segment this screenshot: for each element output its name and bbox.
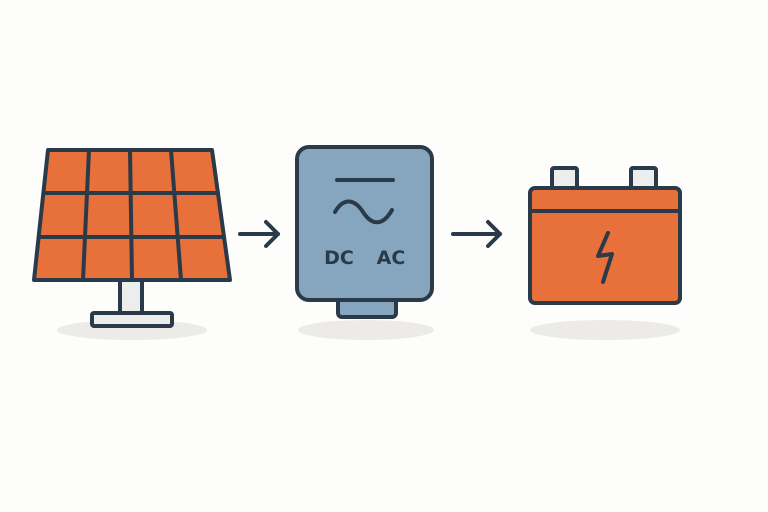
solar-panel-post xyxy=(118,276,144,318)
lightning-bolt-icon xyxy=(596,231,614,284)
inverter-dc-label: DC xyxy=(324,247,354,269)
solar-panel-grid-line xyxy=(128,148,134,282)
inverter-shadow xyxy=(298,320,434,340)
sine-wave-icon xyxy=(333,199,394,225)
arrow-right-icon xyxy=(451,220,502,248)
battery-shadow xyxy=(530,320,680,340)
battery-icon xyxy=(528,166,682,305)
solar-panel-grid-line xyxy=(81,148,91,282)
inverter-ac-label: AC xyxy=(377,247,406,269)
solar-panel-base xyxy=(90,311,174,328)
inverter-icon: DC AC xyxy=(295,145,434,319)
solar-panel-grid-line xyxy=(169,148,183,282)
battery-body xyxy=(528,186,682,305)
arrow-right-icon xyxy=(238,220,280,248)
solar-panel-icon xyxy=(32,148,232,328)
inverter-body xyxy=(295,145,434,302)
